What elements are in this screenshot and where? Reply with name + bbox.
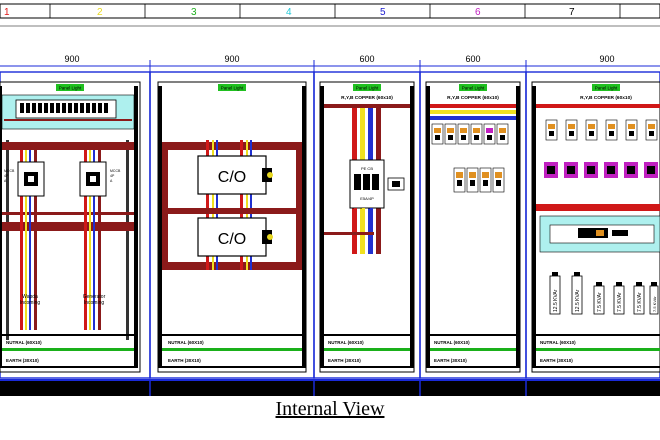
panel-5-controller bbox=[578, 228, 628, 238]
panel-1-neutral-label: NUTRAL (60X10) bbox=[6, 340, 42, 345]
svg-text:Incoming: Incoming bbox=[20, 300, 41, 306]
panel-4-earth-label: EARTH (30X10) bbox=[434, 358, 467, 363]
grid-col-6: 6 bbox=[475, 7, 481, 18]
panel-5-contactor-row bbox=[544, 162, 658, 178]
panel-5-light bbox=[592, 84, 620, 91]
panel-5-capacitor-2 bbox=[571, 272, 583, 315]
panel-4: Panel Light R,Y,B COPPER (60x10) NUTRAL … bbox=[425, 81, 521, 373]
grid-col-5: 5 bbox=[380, 7, 386, 18]
panel-1-terminal-strip bbox=[20, 103, 108, 113]
panel-5-capacitor-1 bbox=[549, 272, 561, 315]
panel-2-neutral-label: NUTRAL (60X10) bbox=[168, 340, 204, 345]
dimension-line: 900 900 600 600 900 bbox=[0, 54, 660, 72]
panel-2-neutral-bar bbox=[162, 348, 302, 351]
panel-4-mcb-row-1 bbox=[431, 123, 509, 145]
panel-1-earth-label: EARTH (30X10) bbox=[6, 358, 39, 363]
panel-2-co-2-label: C/O bbox=[218, 231, 246, 248]
panel-3-busbar-label: R,Y,B COPPER (60x10) bbox=[341, 95, 393, 101]
panel-5: Panel Light R,Y,B COPPER (60x10) bbox=[531, 81, 660, 373]
panel-3-earth-label: EARTH (30X10) bbox=[328, 358, 361, 363]
panel-5-cap-1-label: 12.5 KVAr bbox=[553, 289, 559, 312]
panel-1-mccb-2-label: MCCB bbox=[110, 169, 121, 173]
grid-col-1: 1 bbox=[4, 7, 10, 18]
panel-4-mcb-row-2 bbox=[453, 167, 505, 193]
panel-5-cap-5-label: 7.5 KVAr bbox=[637, 292, 643, 312]
panel-1-neutral-bar bbox=[2, 348, 134, 351]
panel-1-mccb-1-label: MCCB bbox=[4, 169, 15, 173]
panel-1-busbar-top bbox=[2, 142, 134, 150]
panel-5-busbar-label: R,Y,B COPPER (60x10) bbox=[580, 95, 632, 101]
panel-5-capacitor-4 bbox=[613, 282, 625, 315]
panel-1: Panel Light MCC bbox=[0, 81, 141, 373]
panel-5-cap-3-label: 7.5 KVAr bbox=[597, 292, 603, 312]
panel-1-light bbox=[56, 84, 84, 91]
panel-3-breaker-bottom: E5A/4P bbox=[360, 196, 374, 201]
panel-2-earth-label: EARTH (30X10) bbox=[168, 358, 201, 363]
plinth bbox=[0, 379, 660, 396]
panel-1-busbar-mid bbox=[2, 222, 134, 231]
panel-5-cap-2-label: 12.5 KVAr bbox=[575, 289, 581, 312]
panel-1-mccb-1 bbox=[17, 161, 45, 197]
panel-1-wapda-incoming: Wapda bbox=[22, 294, 38, 300]
panel-3-neutral-bar bbox=[324, 348, 410, 351]
panel-4-busbar-label: R,Y,B COPPER (60x10) bbox=[447, 95, 499, 101]
svg-text:A: A bbox=[110, 179, 113, 183]
panel-2-light bbox=[218, 84, 246, 91]
panel-3-light-label: Panel Light bbox=[356, 86, 379, 91]
panel-5-cap-6-label: 7.5 KVAr bbox=[652, 296, 657, 312]
panel-5-cap-4-label: 7.5 KVAr bbox=[617, 292, 623, 312]
panel-2-changeover-1 bbox=[197, 155, 273, 195]
svg-text:A: A bbox=[4, 179, 7, 183]
panel-1-mccb-2 bbox=[79, 161, 107, 197]
outer-frames bbox=[0, 71, 660, 379]
internal-view-caption: Internal View bbox=[275, 398, 385, 420]
panel-1-light-label: Panel Light bbox=[59, 86, 82, 91]
panel-2-changeover-2 bbox=[197, 217, 273, 257]
dimension-3: 600 bbox=[359, 54, 374, 64]
panel-1-generator-incoming: Generator bbox=[83, 294, 106, 300]
grid-col-7: 7 bbox=[569, 7, 575, 18]
grid-col-4: 4 bbox=[286, 7, 292, 18]
panel-4-light-label: Panel Light bbox=[462, 86, 485, 91]
panel-4-neutral-bar bbox=[430, 348, 516, 351]
grid-header: 1 2 3 4 5 6 7 bbox=[0, 3, 660, 27]
grid-col-2: 2 bbox=[97, 7, 103, 18]
panel-5-light-label: Panel Light bbox=[595, 86, 618, 91]
panel-3-breaker-top: PE CB bbox=[361, 166, 373, 171]
dimension-5: 900 bbox=[599, 54, 614, 64]
dimension-1: 900 bbox=[64, 54, 79, 64]
svg-text:4P: 4P bbox=[4, 174, 9, 178]
svg-text:4P: 4P bbox=[110, 174, 115, 178]
dimension-4: 600 bbox=[465, 54, 480, 64]
panel-5-capacitor-5 bbox=[633, 282, 645, 315]
panel-5-neutral-bar bbox=[536, 348, 660, 351]
panel-5-earth-label: EARTH (30X10) bbox=[540, 358, 573, 363]
grid-col-3: 3 bbox=[191, 7, 197, 18]
svg-text:Incoming: Incoming bbox=[84, 300, 105, 306]
panel-3-meter-module bbox=[387, 177, 405, 191]
panel-5-mcb-row-1 bbox=[545, 119, 658, 141]
panel-2: Panel Light C/O C/O NUTRAL (60X10) bbox=[157, 81, 307, 373]
panel-2-co-1-label: C/O bbox=[218, 169, 246, 186]
panel-3: Panel Light R,Y,B COPPER (60x10) PE CB E… bbox=[319, 81, 415, 373]
panel-4-neutral-label: NUTRAL (60X10) bbox=[434, 340, 470, 345]
panel-4-light bbox=[459, 84, 487, 91]
panel-2-light-label: Panel Light bbox=[221, 86, 244, 91]
panel-3-light bbox=[353, 84, 381, 91]
panel-5-capacitor-6 bbox=[649, 282, 659, 315]
panel-3-neutral-label: NUTRAL (60X10) bbox=[328, 340, 364, 345]
dimension-2: 900 bbox=[224, 54, 239, 64]
panel-3-breaker bbox=[349, 159, 385, 209]
panel-5-capacitor-3 bbox=[593, 282, 605, 315]
panel-5-neutral-label: NUTRAL (60X10) bbox=[540, 340, 576, 345]
